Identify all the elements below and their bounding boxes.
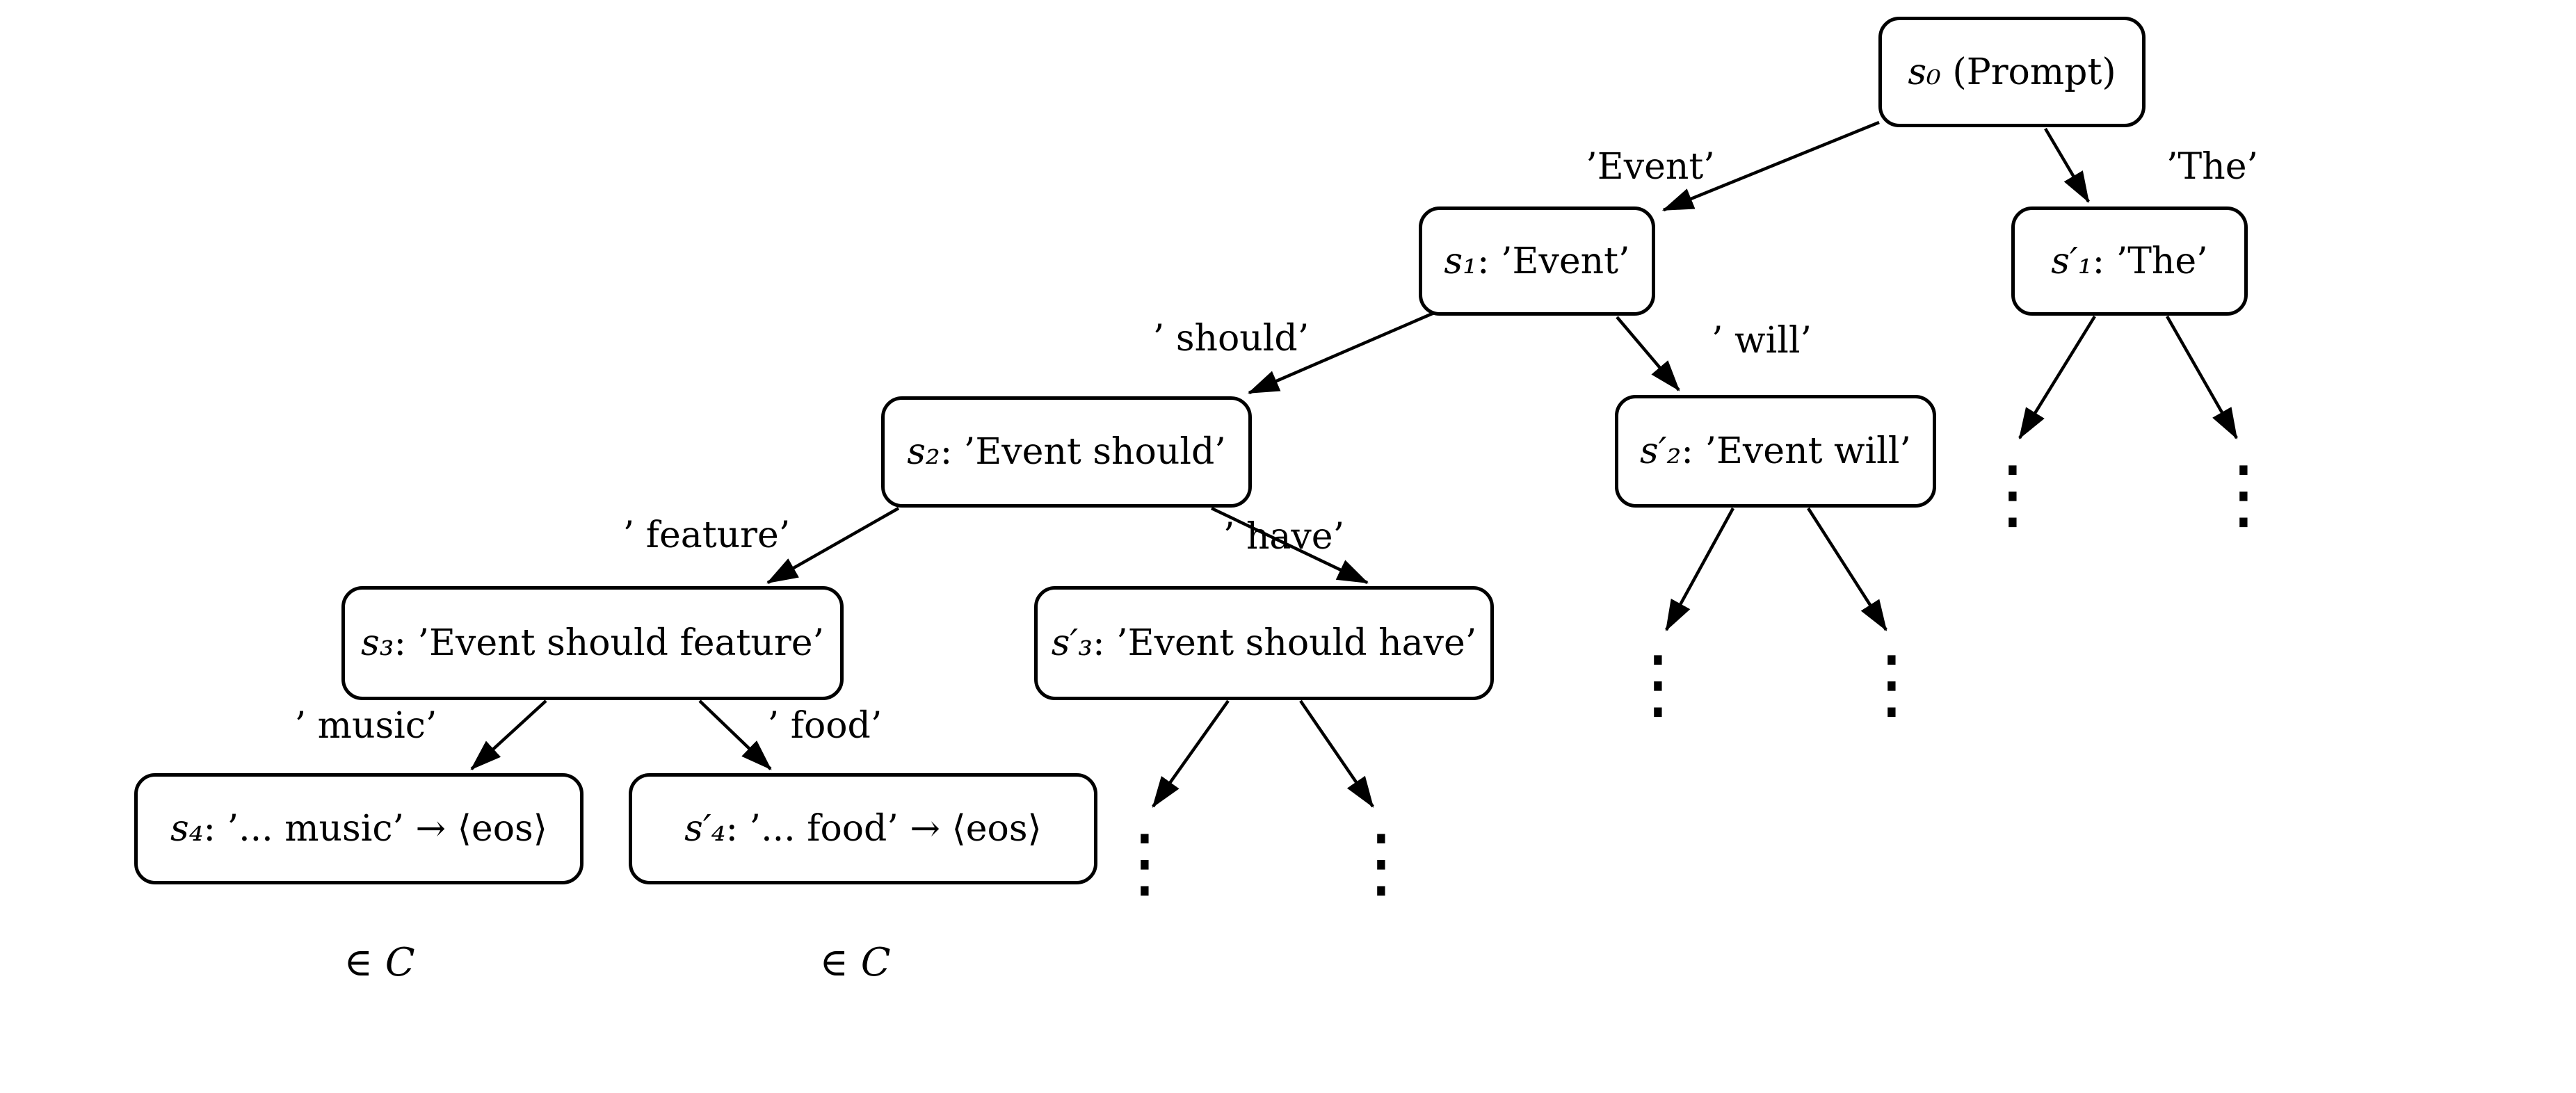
set-membership-s4: ∈ C <box>294 905 415 1021</box>
edge-s1-s2 <box>1247 311 1435 395</box>
edge-s3-s4 <box>470 699 547 770</box>
element-of-symbol: ∈ <box>819 940 848 985</box>
node-s2-var: s₂ <box>907 431 940 473</box>
node-s4-prime: s′₄: ’... food’ → ⟨eos⟩ <box>629 773 1097 884</box>
node-s0-text: (Prompt) <box>1940 51 2116 93</box>
ellipsis-s3-prime-left: ⋮ <box>1106 818 1183 907</box>
node-s3: s₃: ’Event should feature’ <box>341 586 844 700</box>
edge-label-feature: ’ feature’ <box>622 515 791 556</box>
node-s3-text: : ’Event should feature’ <box>394 622 825 664</box>
node-s4-text: : ’... music’ → ⟨eos⟩ <box>203 808 547 850</box>
node-s1-var: s₁ <box>1444 240 1477 282</box>
node-s2-prime-var: s′₂ <box>1640 430 1682 472</box>
node-s4-prime-var: s′₄ <box>684 808 726 850</box>
ellipsis-s1-prime-right: ⋮ <box>2205 449 2282 538</box>
edge-s2-s3-prime <box>1211 506 1369 585</box>
node-s0: s₀ (Prompt) <box>1878 17 2146 127</box>
edge-s2-prime-continuation-right <box>1807 507 1887 631</box>
edge-s1-s2-prime <box>1616 316 1680 391</box>
node-s2-prime: s′₂: ’Event will’ <box>1615 395 1936 508</box>
node-s3-prime: s′₃: ’Event should have’ <box>1034 586 1494 700</box>
node-s4-var: s₄ <box>170 808 204 850</box>
edge-s1-prime-continuation-right <box>2166 315 2238 439</box>
node-s3-prime-var: s′₃ <box>1051 622 1093 664</box>
edge-label-food: ’ food’ <box>767 705 883 747</box>
element-of-symbol: ∈ <box>344 940 373 985</box>
edge-label-have: ’ have’ <box>1223 516 1345 558</box>
node-s1-prime-text: : ’The’ <box>2092 240 2208 282</box>
node-s1-text: : ’Event’ <box>1476 240 1630 282</box>
edge-s2-s3 <box>766 507 900 584</box>
edge-s3-prime-continuation-left <box>1152 699 1230 808</box>
node-s1: s₁: ’Event’ <box>1419 207 1655 316</box>
set-membership-s4-prime: ∈ C <box>770 905 891 1021</box>
edge-s0-s1-prime <box>2044 127 2090 203</box>
node-s4: s₄: ’... music’ → ⟨eos⟩ <box>134 773 583 884</box>
edge-label-music: ’ music’ <box>294 705 437 747</box>
ellipsis-s1-prime-left: ⋮ <box>1974 449 2051 538</box>
ellipsis-s3-prime-right: ⋮ <box>1343 818 1419 907</box>
edge-s2-prime-continuation-left <box>1665 507 1734 631</box>
edge-label-event: ’Event’ <box>1586 146 1715 188</box>
edge-s3-s4-prime <box>698 699 772 770</box>
edge-label-will: ’ will’ <box>1712 320 1812 362</box>
node-s3-prime-text: : ’Event should have’ <box>1093 622 1477 664</box>
edge-s1-prime-continuation-left <box>2018 315 2096 439</box>
node-s1-prime: s′₁: ’The’ <box>2011 207 2248 316</box>
node-s3-var: s₃ <box>360 622 394 664</box>
node-s1-prime-var: s′₁ <box>2051 240 2093 282</box>
node-s0-var: s₀ <box>1908 51 1941 93</box>
ellipsis-s2-prime-right: ⋮ <box>1853 639 1930 728</box>
edge-s3-prime-continuation-right <box>1299 699 1374 808</box>
edge-label-the: ’The’ <box>2166 146 2259 188</box>
ellipsis-s2-prime-left: ⋮ <box>1620 639 1696 728</box>
set-name-c: C <box>385 940 415 985</box>
node-s2-prime-text: : ’Event will’ <box>1681 430 1911 472</box>
node-s4-prime-text: : ’... food’ → ⟨eos⟩ <box>725 808 1042 850</box>
set-name-c: C <box>860 940 891 985</box>
node-s2: s₂: ’Event should’ <box>881 396 1252 508</box>
edge-label-should: ’ should’ <box>1152 318 1310 359</box>
node-s2-text: : ’Event should’ <box>940 431 1226 473</box>
edge-s0-s1 <box>1661 120 1880 212</box>
